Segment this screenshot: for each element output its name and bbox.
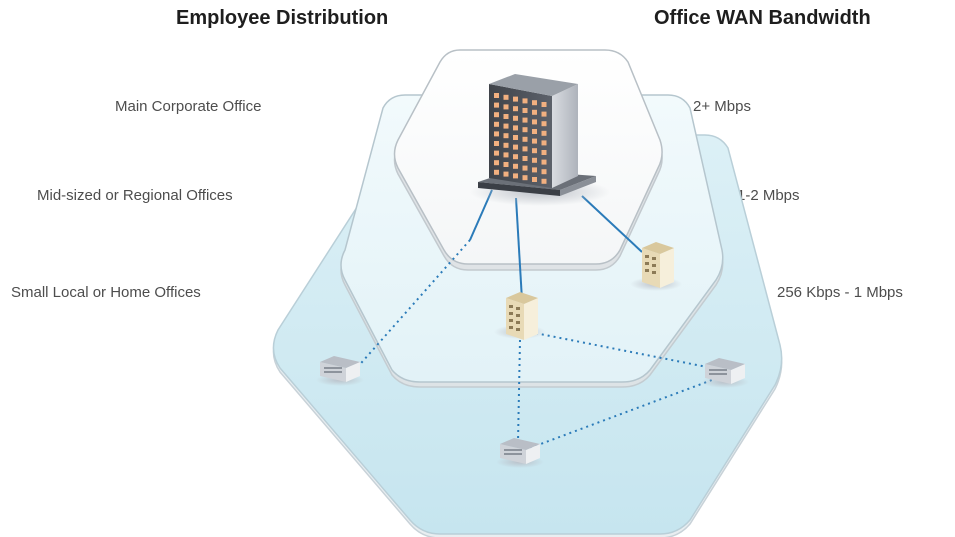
building-window [541,150,547,155]
building-window [494,121,499,127]
building-window [522,175,528,181]
small-office-right-icon [701,358,749,388]
small-offices-label: Small Local or Home Offices [11,284,201,301]
building-window [522,136,528,142]
small-offices-bandwidth: 256 Kbps - 1 Mbps [777,284,903,301]
building-window [503,162,509,167]
main-office-bandwidth: 2+ Mbps [693,98,751,115]
building-window [541,130,547,136]
office-wan-bandwidth-heading: Office WAN Bandwidth [654,7,871,29]
building-window [513,173,518,179]
building-window [522,156,528,161]
building-window [532,167,537,173]
building-window [532,100,537,106]
small-office-left-icon [316,356,364,386]
building-window [503,123,509,129]
building-window [513,115,518,121]
building-window [503,152,509,158]
building-window [532,148,537,154]
dotted-link-regional-to-small-right [529,331,713,369]
building-window [494,93,499,98]
small-office-bottom-icon [496,438,544,468]
building-window [532,157,537,163]
building-window [513,125,518,131]
building-window [503,133,509,139]
building-window [494,141,499,146]
building-window [503,104,509,110]
building-window [494,150,499,156]
building-window [522,98,528,104]
building-window [513,154,518,160]
employee-distribution-heading: Employee Distribution [176,7,389,29]
building-window [513,96,518,102]
building-window [503,142,509,148]
building-window [541,159,547,165]
building-window [503,114,509,119]
building-window [503,171,509,177]
main-office-label: Main Corporate Office [115,98,262,115]
building-window [522,165,528,171]
regional-office-building-icon [494,292,546,340]
building-window [532,129,537,134]
building-window [494,112,499,118]
main-office-building-icon [470,74,610,206]
building-window [522,108,528,113]
building-window [513,135,518,140]
solid-link-main-to-right-regional [581,195,643,253]
building-window [513,144,518,150]
building-window [532,177,537,182]
regional-offices-bandwidth: 1-2 Mbps [737,187,800,204]
building-window [541,169,547,175]
dotted-link-main-to-small-left [354,239,471,371]
building-window [494,160,499,166]
building-window [541,102,547,107]
building-window [541,111,547,117]
building-window [532,119,537,125]
solid-link-main-to-regional [515,197,523,301]
regional-office-building-right-icon [630,242,682,291]
building-window [522,127,528,133]
dotted-link-small-bottom-to-small-right [529,379,713,449]
building-window [532,109,537,115]
dotted-link-regional-to-small-bottom [517,339,521,443]
regional-offices-label: Mid-sized or Regional Offices [37,187,233,204]
building-window [513,163,518,169]
building-window [494,131,499,137]
building-window [503,94,509,100]
building-window [541,140,547,146]
building-window [513,106,518,112]
building-window [532,138,537,144]
dotted-links [354,239,713,449]
building-window [541,121,547,127]
building-window [522,146,528,152]
building-window [494,102,499,108]
building-window [522,117,528,123]
building-window [541,178,547,184]
building-window [494,169,499,175]
